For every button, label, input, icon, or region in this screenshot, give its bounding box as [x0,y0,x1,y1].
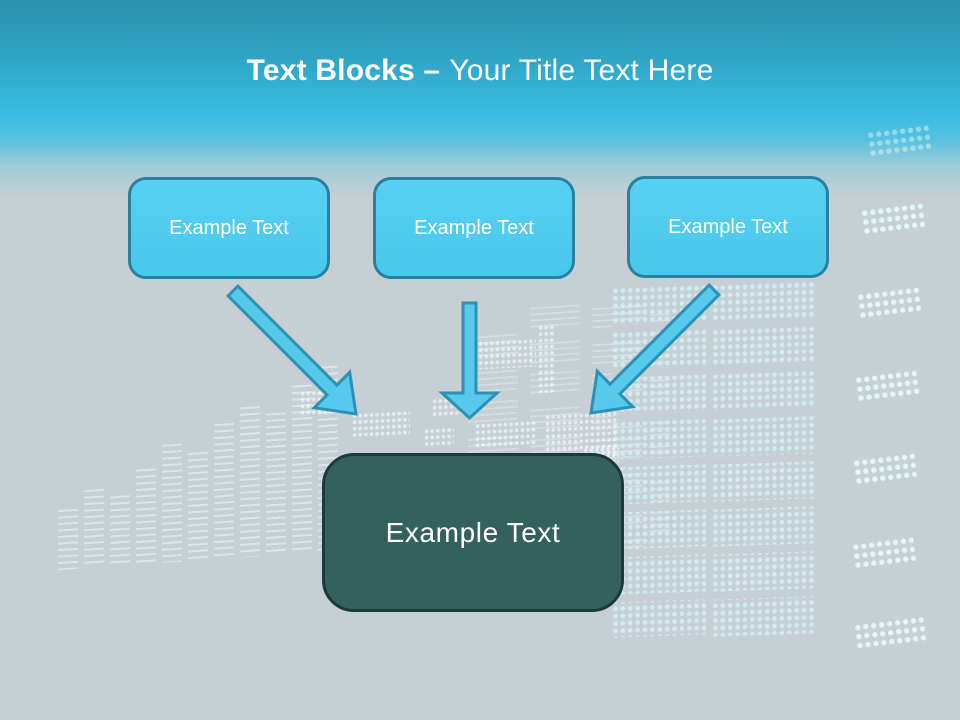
page-title-regular: Your Title Text Here [449,54,714,87]
text-block-1[interactable]: Example Text [128,177,330,279]
led-dot-cluster-pattern [860,202,926,237]
led-bar-pattern [84,488,104,569]
led-dot-patch-pattern [475,420,537,450]
result-block[interactable]: Example Text [322,453,624,612]
led-bar-pattern [292,384,312,554]
led-dot-patch-pattern [545,411,619,459]
text-block-2[interactable]: Example Text [373,177,575,279]
led-bar-pattern [188,451,208,562]
led-bar-pattern [110,495,130,567]
led-bar-pattern [136,468,156,565]
led-bar-pattern [266,412,286,556]
page-title-bold: Text Blocks – [246,54,441,87]
led-dot-cluster-pattern [853,615,927,652]
led-dot-patch-pattern [352,410,410,438]
led-bar-pattern [162,443,182,563]
led-dot-patch-pattern [424,427,454,447]
led-dot-cluster-pattern [856,286,922,321]
led-bar-pattern [650,313,670,555]
page-title: Text Blocks –Your Title Text Here [0,54,960,88]
led-bar-pattern [58,508,78,571]
led-dot-cluster-pattern [851,536,917,571]
arrow-down-icon [438,301,501,421]
led-dot-cluster-pattern [854,369,920,404]
led-dot-patch-pattern [538,324,554,394]
led-dot-patch-pattern [432,397,466,419]
led-dot-wall-pattern [612,284,706,638]
text-block-3[interactable]: Example Text [627,176,829,278]
led-wall-left-pattern [58,325,348,571]
arrow-down-right-icon [225,283,358,416]
header-gradient: Text Blocks –Your Title Text Here [0,0,960,198]
led-dot-wall-pattern [712,281,814,638]
led-dot-patch-pattern [300,388,348,416]
text-block-3-label: Example Text [668,215,788,238]
arrow-down-left-icon [589,282,722,415]
result-block-label: Example Text [385,516,561,548]
led-bar-pattern [214,422,234,560]
led-dot-patch-pattern [478,338,536,370]
led-bar-pattern [240,406,260,558]
text-block-1-label: Example Text [169,216,289,239]
text-block-2-label: Example Text [414,216,534,239]
led-dot-cluster-pattern [852,452,918,487]
